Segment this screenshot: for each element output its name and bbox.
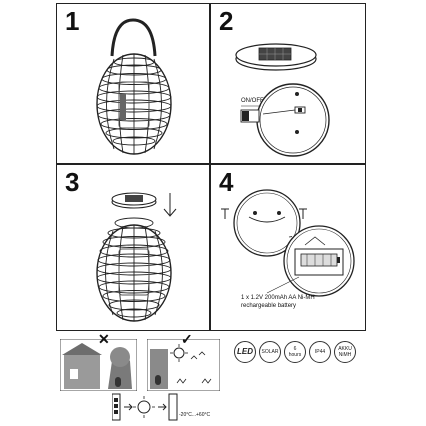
step-1-panel: 1	[56, 3, 210, 164]
lantern-illustration	[96, 18, 172, 155]
led-badge: LED	[234, 341, 256, 363]
step-4-panel: 4 1 x 1.2V 200mAh AA Ni-MH rechargeable …	[210, 164, 366, 331]
switch-label: ON/OFF	[241, 98, 264, 104]
placement-correct-scene: ✓	[147, 331, 220, 391]
step-2-panel: 2 ON/OFF	[210, 3, 366, 164]
battery-label-line2: rechargeable battery	[241, 303, 297, 309]
solar-badge: SOLAR	[259, 341, 281, 363]
battery-compartment-illustration	[221, 189, 355, 297]
step-2-number: 2	[219, 6, 234, 36]
placement-wrong-scene: ✕	[60, 331, 137, 391]
ip44-badge: IP44	[309, 341, 331, 363]
wrong-mark-icon: ✕	[98, 331, 110, 347]
charging-strip: -20°C...+60°C	[112, 392, 227, 422]
step-4-number: 4	[219, 167, 234, 197]
temperature-range: -20°C...+60°C	[179, 412, 211, 418]
akku-badge: AKKU NiMH	[334, 341, 356, 363]
step-1-number: 1	[65, 6, 80, 36]
cap-insertion-illustration	[96, 192, 177, 322]
step-3-number: 3	[65, 167, 80, 197]
charge-hours-badge: 6 hours	[284, 341, 306, 363]
solar-cap-illustration	[235, 43, 330, 157]
battery-label-line1: 1 x 1.2V 200mAh AA Ni-MH	[241, 295, 315, 301]
correct-mark-icon: ✓	[181, 331, 193, 347]
step-3-panel: 3	[56, 164, 210, 331]
